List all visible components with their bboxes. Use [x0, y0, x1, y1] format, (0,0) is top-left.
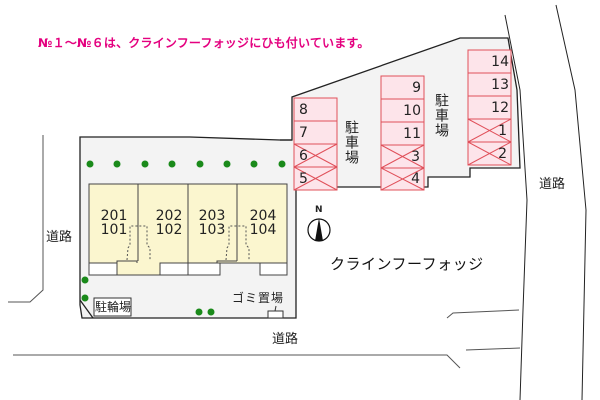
property-name: クラインフーフォッジ	[330, 255, 484, 273]
parking-slot-10: 10	[403, 103, 421, 119]
notice-text: №１～№６は、クラインフーフォッジにひも付いています。	[38, 36, 370, 50]
west-road-edge	[8, 135, 44, 303]
unit-lower: 102	[155, 222, 183, 238]
garbage-bin-icon	[267, 310, 284, 319]
east-road-outer-edge	[555, 4, 587, 400]
parking-slot-1: 1	[498, 123, 507, 139]
compass-north-label: N	[315, 205, 323, 215]
unit-202-102: 202 102	[149, 209, 189, 237]
south-road-edge	[13, 354, 461, 369]
parking-slot-4: 4	[411, 171, 420, 187]
parking-slot-7: 7	[299, 125, 308, 141]
parking-slot-9: 9	[412, 80, 421, 96]
tree-row	[81, 160, 286, 316]
unit-lower: 104	[249, 222, 277, 238]
parking-slot-13: 13	[491, 77, 509, 93]
unit-upper: 201	[100, 208, 128, 224]
parking-slot-6: 6	[299, 148, 308, 164]
bicycle-parking-box	[93, 297, 132, 317]
parking-label-1: 駐車場	[343, 120, 359, 165]
parking-slot-8: 8	[299, 102, 308, 118]
unit-203-103: 203 103	[192, 209, 232, 237]
unit-204-104: 204 104	[243, 209, 283, 237]
parking-col-2	[380, 75, 425, 191]
parking-slot-11: 11	[403, 126, 421, 142]
parking-label-2: 駐車場	[433, 93, 449, 138]
unit-upper: 203	[198, 208, 226, 224]
unit-upper: 202	[155, 208, 183, 224]
parking-slot-5: 5	[299, 171, 308, 187]
parking-col-1	[293, 97, 338, 191]
apartment-building	[88, 183, 288, 276]
east-road-inner-edge	[504, 14, 528, 400]
unit-lower: 103	[198, 222, 226, 238]
garbage-area-label: ゴミ置場	[232, 291, 285, 305]
parking-slot-2: 2	[498, 146, 507, 162]
parking-slot-14: 14	[491, 54, 509, 70]
road-label-south: 道路	[272, 332, 299, 347]
unit-lower: 101	[100, 222, 128, 238]
parking-slot-3: 3	[411, 149, 420, 165]
unit-201-101: 201 101	[94, 209, 134, 237]
unit-upper: 204	[249, 208, 277, 224]
bicycle-parking-label: 駐輪場	[95, 300, 132, 314]
road-label-west: 道路	[46, 230, 73, 245]
parking-slot-12: 12	[491, 100, 509, 116]
road-label-east: 道路	[539, 177, 566, 192]
compass-icon	[307, 218, 331, 242]
parking-col-3	[467, 49, 512, 166]
